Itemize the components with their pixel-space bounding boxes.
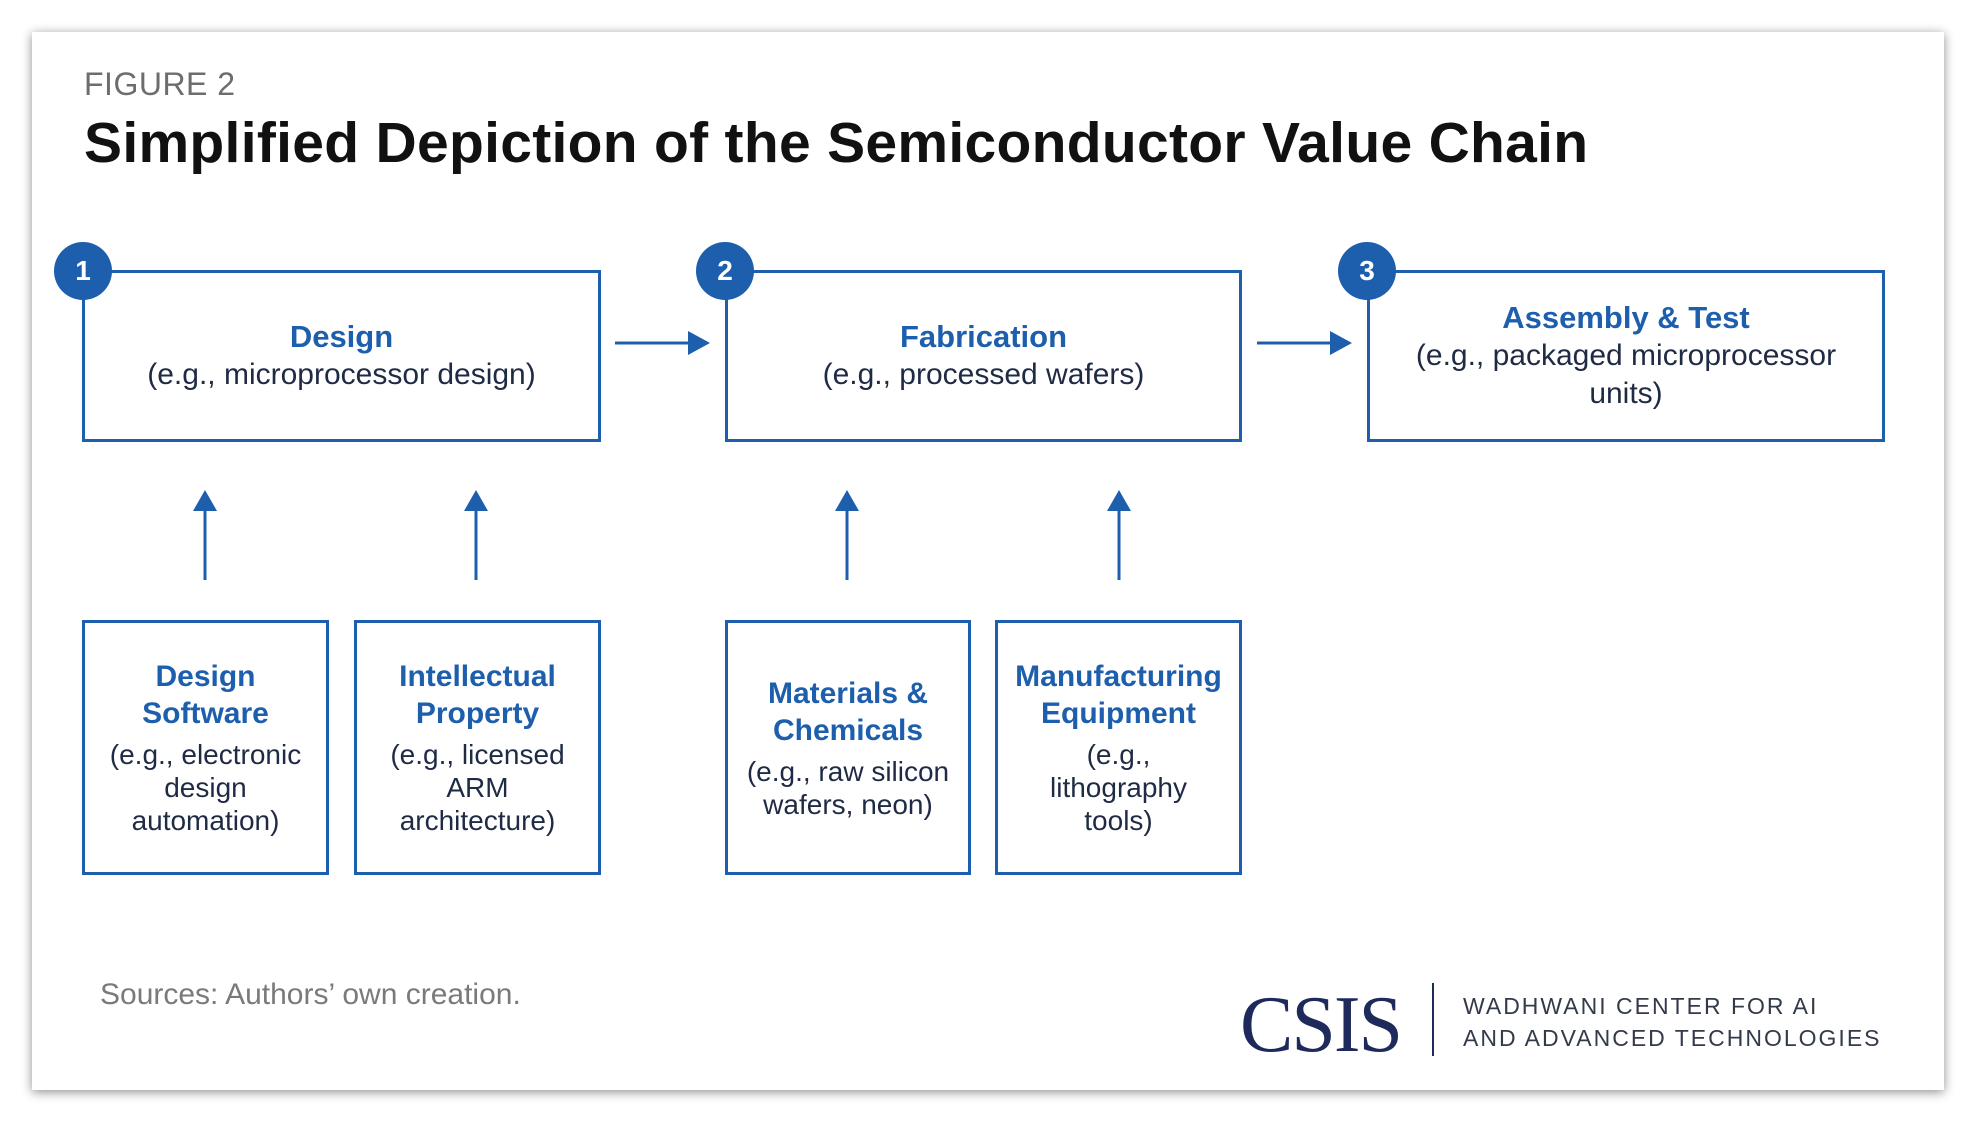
org-name: WADHWANI CENTER FOR AI AND ADVANCED TECH… [1463,990,1882,1054]
input-design-software-box: Design Software (e.g., electronic design… [82,620,329,875]
figure-label: FIGURE 2 [84,66,236,102]
stage-title: Fabrication [899,319,1068,354]
input-title: Intellectual Property [399,660,556,730]
input-title: Manufacturing Equipment [1015,660,1222,730]
input-desc: (e.g., lithography tools) [1050,739,1187,836]
arrow-right-icon [1257,331,1352,355]
input-desc: (e.g., licensed ARM architecture) [390,739,565,836]
input-desc: (e.g., electronic design automation) [109,739,302,836]
stage-fabrication-box: Fabrication (e.g., processed wafers) [725,270,1242,442]
arrow-up-icon [835,490,859,580]
step-number-badge: 3 [1338,242,1396,300]
arrow-up-icon [1107,490,1131,580]
step-number-badge: 1 [54,242,112,300]
logo-divider [1432,983,1434,1056]
arrow-up-icon [193,490,217,580]
arrow-right-icon [615,331,710,355]
stage-title: Design [289,319,394,354]
stage-desc: (e.g., processed wafers) [822,358,1145,391]
org-line-2: AND ADVANCED TECHNOLOGIES [1463,1025,1882,1051]
stage-desc: (e.g., microprocessor design) [147,358,536,391]
input-title: Materials & Chemicals [767,676,929,747]
input-title: Design Software [142,660,269,730]
stage-design-box: Design (e.g., microprocessor design) [82,270,601,442]
sources-note: Sources: Authors’ own creation. [100,978,521,1011]
figure-card [32,32,1944,1090]
input-ip-box: Intellectual Property (e.g., licensed AR… [354,620,601,875]
stage-title: Assembly & Test [1502,300,1750,335]
arrow-up-icon [464,490,488,580]
step-number-badge: 2 [696,242,754,300]
csis-logo: CSIS [1240,981,1403,1069]
stage-desc: (e.g., packaged microprocessor units) [1415,339,1837,410]
stage-assembly-box: Assembly & Test (e.g., packaged micropro… [1367,270,1885,442]
input-materials-box: Materials & Chemicals (e.g., raw silicon… [725,620,971,875]
org-line-1: WADHWANI CENTER FOR AI [1463,993,1819,1019]
input-equipment-box: Manufacturing Equipment (e.g., lithograp… [995,620,1242,875]
figure-title: Simplified Depiction of the Semiconducto… [84,111,1589,175]
input-desc: (e.g., raw silicon wafers, neon) [746,755,950,820]
